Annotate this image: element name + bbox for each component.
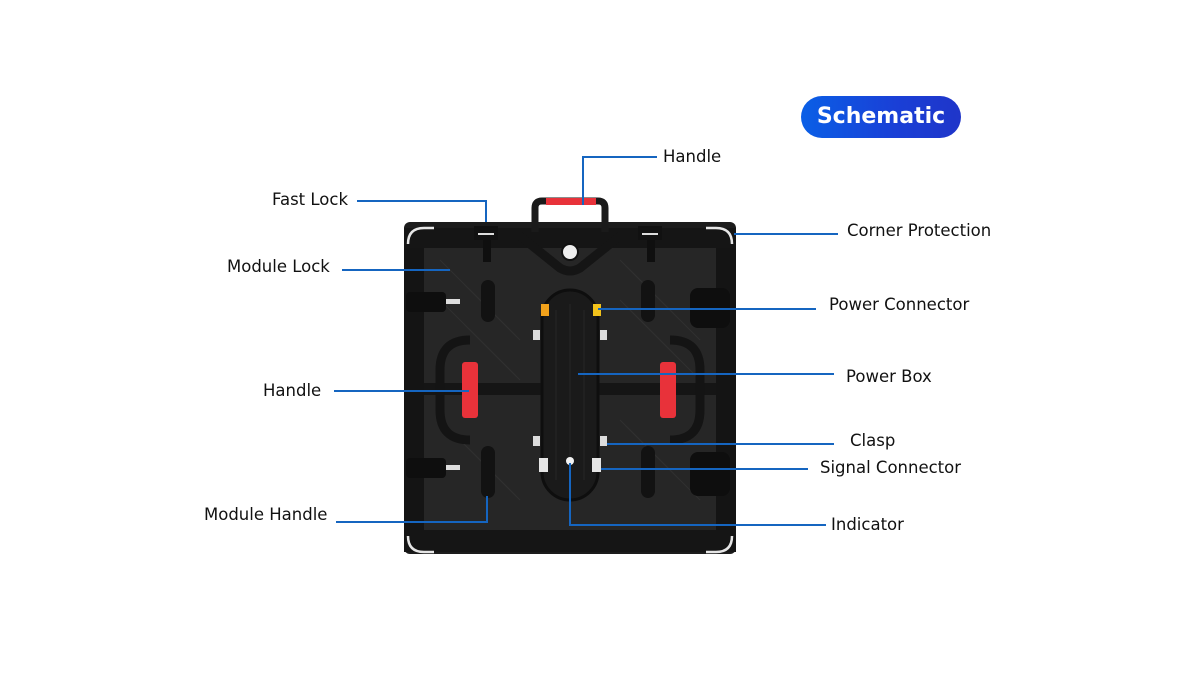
power-box	[540, 288, 600, 502]
label-module-lock: Module Lock	[227, 257, 330, 276]
label-power-connector: Power Connector	[829, 295, 970, 314]
schematic-badge: Schematic	[801, 96, 961, 138]
label-handle-side: Handle	[263, 381, 322, 400]
indicator-light	[566, 457, 574, 465]
label-signal-connector: Signal Connector	[820, 458, 962, 477]
label-corner-protection: Corner Protection	[847, 221, 992, 240]
label-handle-top: Handle	[663, 147, 722, 166]
label-module-handle: Module Handle	[204, 505, 328, 524]
signal-connectors	[539, 458, 601, 472]
power-connector-left	[541, 304, 549, 316]
label-power-box: Power Box	[846, 367, 932, 386]
callout-line-module-handle	[336, 496, 488, 523]
callout-line-fast-lock	[357, 200, 487, 222]
fast-lock	[474, 226, 662, 262]
label-indicator: Indicator	[831, 515, 904, 534]
module-handles	[481, 280, 655, 498]
callout-line-handle-top	[582, 156, 657, 205]
label-fast-lock: Fast Lock	[272, 190, 349, 209]
corner-protection	[406, 226, 734, 554]
callout-lines	[334, 156, 838, 526]
clasps	[533, 330, 607, 446]
label-clasp: Clasp	[850, 431, 896, 450]
power-connector-right	[593, 304, 601, 316]
side-knobs	[406, 288, 730, 496]
top-handle	[517, 197, 623, 276]
callout-line-indicator	[569, 463, 826, 526]
